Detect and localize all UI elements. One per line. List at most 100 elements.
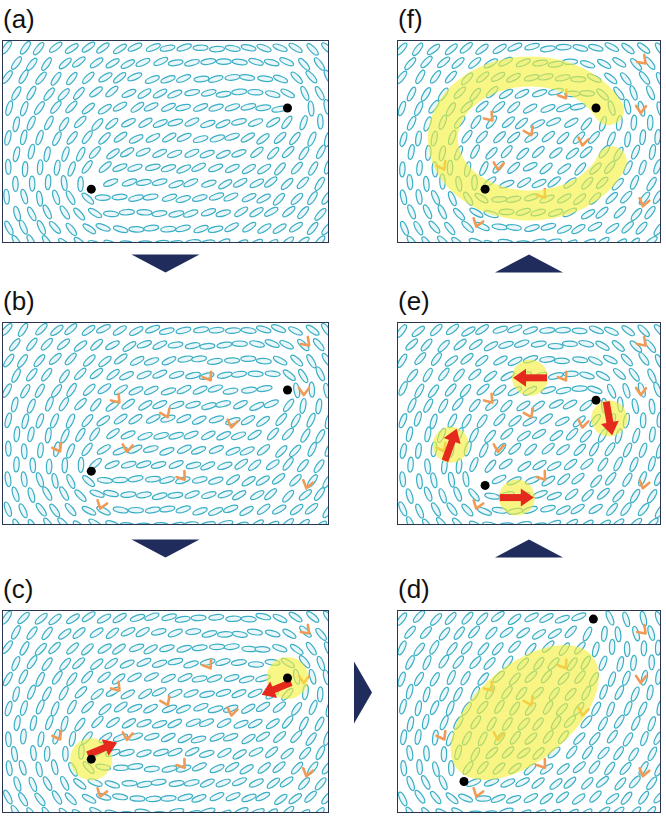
mesogen [659,235,661,243]
mesogen [225,327,240,334]
mesogen [217,631,232,638]
mesogen [619,71,633,86]
mesogen [323,99,329,115]
mesogen [548,146,563,160]
mesogen [95,41,110,55]
panel: (d) [397,572,661,813]
mesogen [649,427,656,443]
mesogen [176,384,192,396]
mesogen [444,611,458,626]
mesogen [507,42,523,53]
mesogen [152,719,168,729]
mesogen [119,658,135,669]
mesogen [161,102,177,113]
mesogen [152,178,168,187]
mesogen [63,323,78,336]
highlight-group [70,657,308,780]
red-arrow-shaft [500,494,523,501]
mesogen [320,352,329,367]
mesogen [41,234,54,243]
mesogen [443,221,457,236]
highlight-spot [499,480,535,516]
mesogen [290,413,302,429]
mesogen [408,457,414,472]
mesogen [572,385,587,392]
mesogen [248,89,263,95]
mesogen [315,144,327,160]
mesogen [653,221,661,236]
mesogen [273,161,287,176]
mesogen [605,222,620,235]
mesogen [136,339,152,349]
mesogen [145,163,161,172]
mesogen [138,399,154,412]
mesogen [35,130,45,146]
mesogen [128,133,144,145]
mesogen [136,370,152,381]
mesogen [467,625,481,640]
mesogen [73,339,88,353]
highlight-spot [433,427,469,463]
mesogen [499,399,513,414]
mesogen [176,703,192,714]
mesogen [255,791,271,803]
mesogen [562,398,578,410]
mesogen [27,487,36,503]
chevron [638,768,649,777]
red-arrow-head [521,489,534,507]
mesogen [176,42,192,52]
mesogen [185,809,201,813]
mesogen [98,160,113,174]
mesogen [119,146,135,158]
mesogen [80,670,94,685]
mesogen [35,413,45,429]
mesogen [162,704,178,715]
mesogen [447,472,455,488]
chevron [524,409,536,420]
mesogen [10,234,23,243]
mesogen [398,611,408,626]
mesogen [89,806,105,813]
director-illustration [398,41,661,243]
mesogen [413,351,427,366]
mesogen [516,241,531,243]
mesogen [256,325,272,334]
mesogen [452,686,463,702]
mesogen [200,239,216,243]
mesogen [588,43,604,52]
mesogen [72,520,87,526]
mesogen [405,426,413,442]
mesogen [321,760,329,775]
mesogen [314,85,326,101]
step-arrow [132,255,200,273]
mesogen [398,501,408,517]
mesogen [637,382,647,398]
mesogen [10,55,23,70]
mesogen [201,429,217,441]
mesogen [271,323,287,333]
mesogen [231,117,247,126]
mesogen [531,178,547,189]
mesogen [461,611,475,626]
mesogen [636,41,651,54]
mesogen [191,445,207,456]
mesogen [290,192,304,206]
mesogen [603,326,619,337]
mesogen [305,732,318,747]
mesogen [398,381,409,397]
mesogen [531,428,547,441]
director-field [398,611,661,813]
mesogen [144,765,160,772]
mesogen [498,457,513,470]
mesogen [431,761,440,777]
mesogen [499,427,514,441]
mesogen [4,471,12,487]
mesogen [406,174,413,189]
mesogen [507,639,521,653]
mesogen [280,88,296,100]
mesogen [48,41,63,54]
mesogen [255,415,270,428]
mesogen [611,339,626,353]
mesogen [422,204,434,220]
mesogen [602,354,618,365]
